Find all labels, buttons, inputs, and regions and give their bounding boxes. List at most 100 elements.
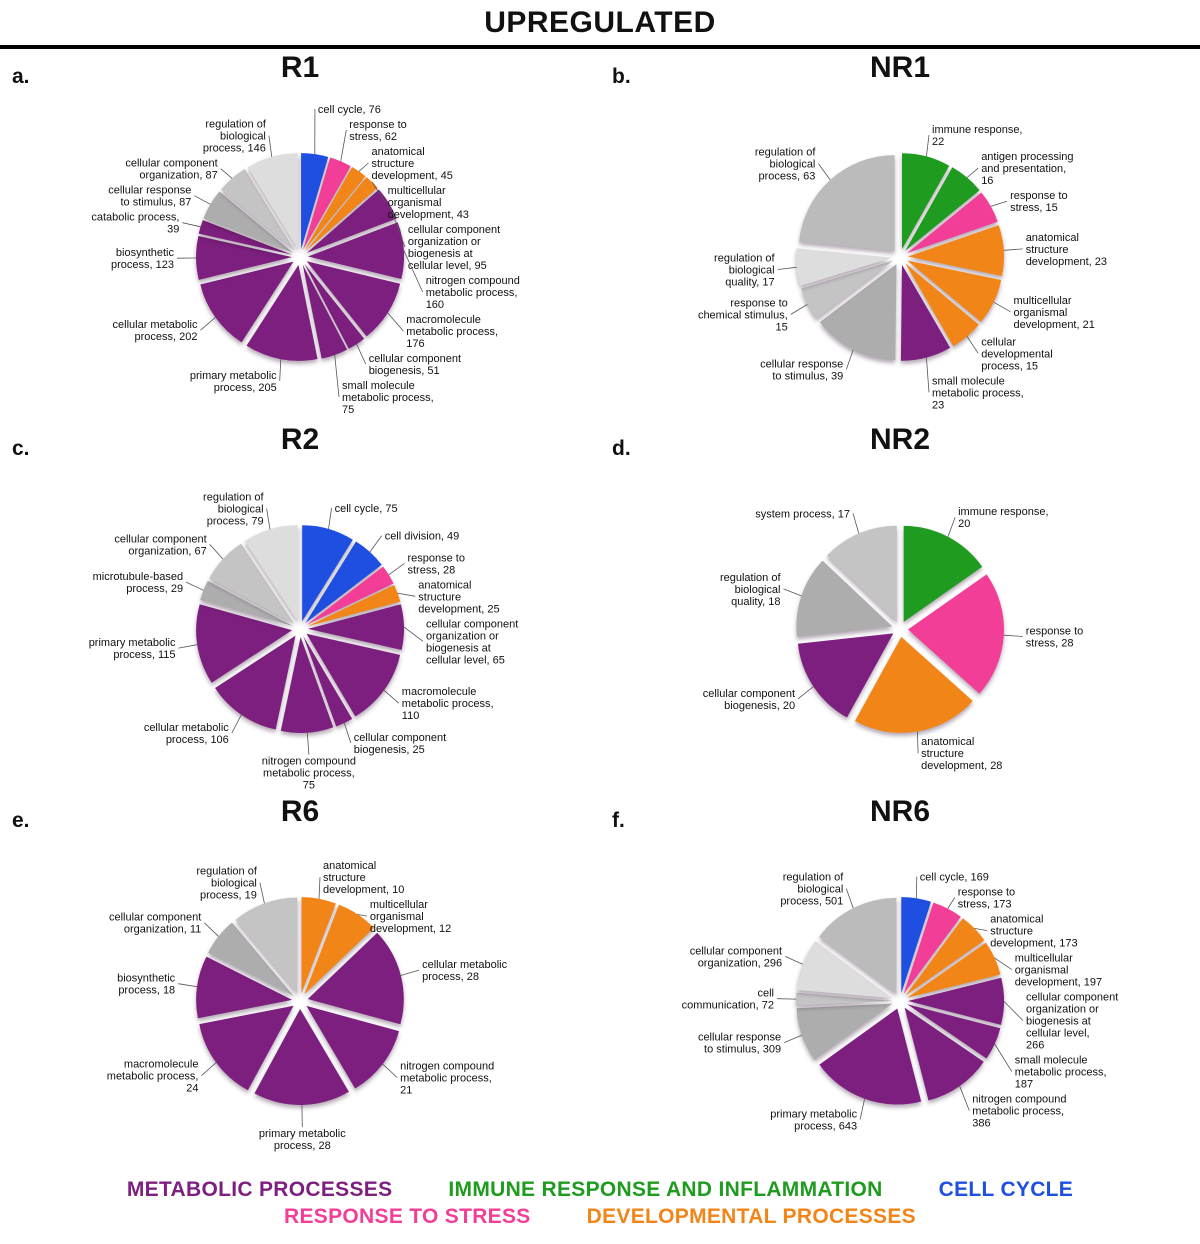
label-leader-line (179, 645, 198, 648)
label-leader-line (204, 923, 218, 937)
legend-item-stress: RESPONSE TO STRESS (284, 1205, 531, 1229)
legend-item-developmental: DEVELOPMENTAL PROCESSES (587, 1205, 916, 1229)
label-leader-line (995, 1044, 1012, 1072)
label-leader-line (267, 508, 270, 529)
label-leader-line (221, 169, 232, 179)
label-leader-line (784, 589, 802, 596)
label-leader-line (232, 715, 242, 733)
label-leader-line (404, 627, 423, 641)
label-leader-line (860, 1099, 865, 1120)
label-leader-line (194, 196, 210, 205)
label-leader-line (182, 223, 200, 227)
label-leader-line (991, 201, 1007, 206)
label-leader-line (260, 883, 265, 904)
label-leader-line (341, 130, 347, 161)
label-leader-line (269, 136, 272, 157)
slice-label: cell cycle, 76 (318, 104, 381, 116)
legend-item-immune: IMMUNE RESPONSE AND INFLAMMATION (448, 1178, 882, 1202)
legend-item-cell-cycle: CELL CYCLE (939, 1178, 1073, 1202)
label-leader-line (319, 877, 320, 899)
label-leader-line (388, 313, 404, 331)
panel-title: NR6 (600, 795, 1200, 829)
label-leader-line (948, 898, 955, 909)
label-leader-line (329, 508, 332, 529)
slice-label: cell division, 49 (385, 531, 460, 543)
panel-title: NR1 (600, 51, 1200, 85)
slice-label: system process, 17 (755, 508, 850, 520)
label-leader-line (926, 135, 929, 156)
label-leader-line (335, 355, 339, 397)
slice-label: cell cycle, 169 (920, 872, 989, 884)
slice-label: immune response,20 (958, 506, 1049, 530)
label-leader-line (389, 563, 405, 575)
label-leader-line (960, 1086, 970, 1110)
label-leader-line (1004, 1001, 1023, 1020)
label-leader-line (384, 690, 399, 703)
label-leader-line (778, 267, 797, 269)
figure-header: UPREGULATED (0, 6, 1200, 49)
label-leader-line (917, 732, 918, 754)
label-leader-line (785, 956, 803, 964)
label-leader-line (916, 877, 917, 899)
label-leader-line (357, 344, 366, 364)
label-leader-line (798, 687, 813, 699)
label-leader-line (791, 304, 808, 314)
label-leader-line (398, 593, 416, 596)
label-leader-line (994, 302, 1011, 312)
label-leader-line (280, 359, 281, 381)
label-leader-line (853, 513, 859, 533)
label-leader-line (948, 517, 955, 537)
label-leader-line (307, 733, 309, 755)
